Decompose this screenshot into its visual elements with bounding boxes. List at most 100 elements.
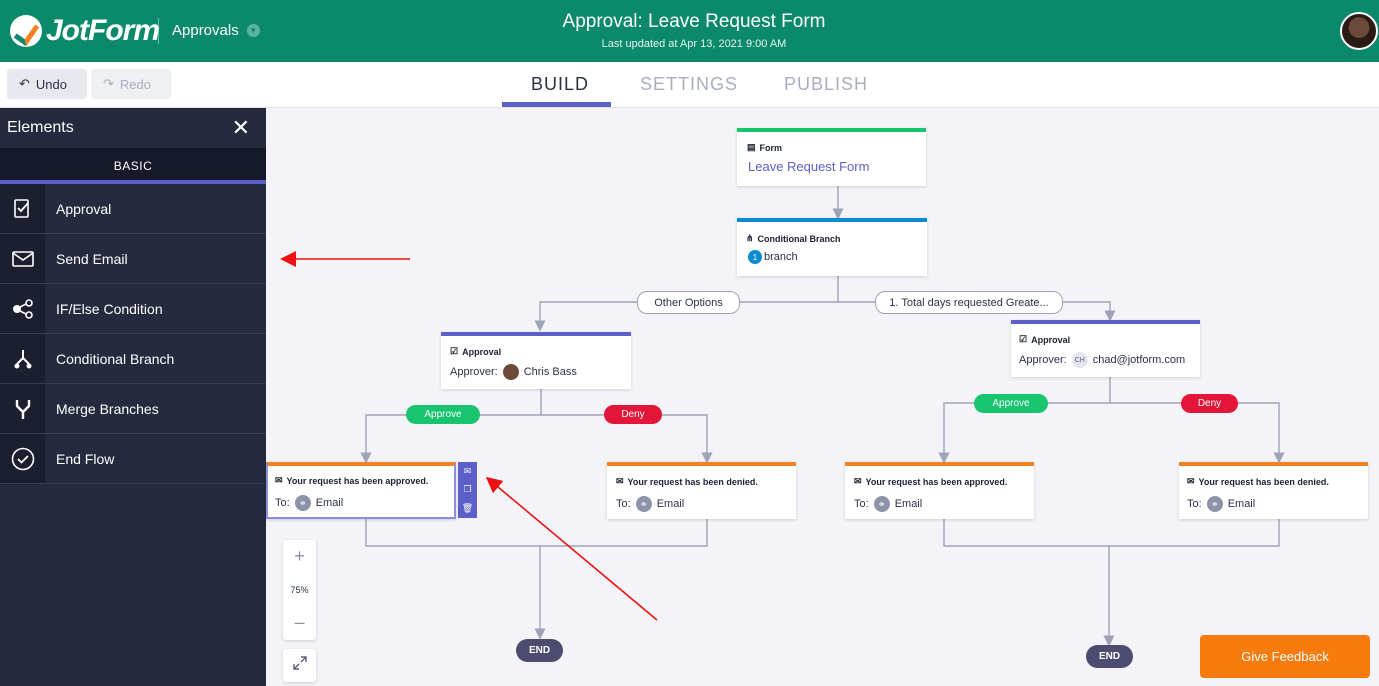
email-node-approved-right[interactable]: ✉ Your request has been approved. To: ⚭ … — [845, 462, 1034, 519]
email-to-row: To: ⚭ Email — [854, 496, 923, 512]
sidebar-item-label: End Flow — [56, 450, 115, 467]
approver-avatar — [502, 364, 519, 380]
tab-publish[interactable]: PUBLISH — [784, 74, 869, 94]
undo-label: Undo — [35, 76, 67, 92]
zoom-out-button[interactable]: – — [294, 612, 305, 632]
email-icon — [0, 234, 45, 283]
page-title-block: Approval: Leave Request Form Last update… — [500, 11, 888, 50]
app-switcher[interactable]: Approvals ▼ — [172, 22, 260, 39]
email-icon: ✉ — [616, 476, 624, 486]
link-icon: ⚭ — [1206, 496, 1223, 512]
sidebar-item-label: Merge Branches — [56, 400, 159, 417]
email-to-row: To: ⚭ Email — [1187, 496, 1256, 512]
email-node-title: ✉ Your request has been approved. — [275, 475, 429, 486]
sidebar-item-end-flow[interactable]: End Flow — [0, 434, 266, 484]
approver-row: Approver: Chris Bass — [450, 364, 577, 380]
duplicate-icon[interactable]: ❐ — [463, 484, 472, 495]
branch-node-title: ⋔ Conditional Branch — [746, 233, 841, 244]
branch-option-other[interactable]: Other Options — [637, 291, 740, 314]
form-node[interactable]: ▤ Form Leave Request Form — [737, 128, 926, 186]
check-circle-icon — [0, 434, 45, 483]
approval-icon — [0, 184, 45, 233]
email-to-row: To: ⚭ Email — [275, 495, 344, 511]
sidebar-item-label: Conditional Branch — [56, 350, 175, 367]
condition-icon — [0, 284, 45, 333]
branch-label: branch — [764, 251, 798, 263]
email-icon[interactable]: ✉ — [463, 465, 472, 476]
close-icon[interactable]: ✕ — [231, 115, 250, 140]
node-actions: ✉ ❐ 🗑 — [458, 462, 477, 518]
email-node-denied-left[interactable]: ✉ Your request has been denied. To: ⚭ Em… — [607, 462, 796, 519]
end-node-right[interactable]: END — [1086, 645, 1133, 668]
approve-pill-left[interactable]: Approve — [406, 405, 480, 424]
fit-screen-button[interactable] — [283, 649, 316, 682]
undo-icon: ↶ — [19, 76, 30, 91]
deny-pill-left[interactable]: Deny — [604, 405, 662, 424]
redo-button[interactable]: ↷ Redo — [91, 69, 171, 99]
undo-button[interactable]: ↶ Undo — [7, 69, 87, 99]
trash-icon[interactable]: 🗑 — [461, 503, 474, 514]
sidebar-item-merge-branches[interactable]: Merge Branches — [0, 384, 266, 434]
email-node-approved-left[interactable]: ✉ Your request has been approved. To: ⚭ … — [266, 462, 456, 519]
approver-avatar: CH — [1071, 352, 1088, 368]
page-title: Approval: Leave Request Form — [562, 11, 826, 32]
form-node-title: ▤ Form — [747, 142, 783, 153]
active-tab-indicator — [502, 102, 611, 107]
user-avatar[interactable] — [1340, 12, 1378, 50]
approve-pill-right[interactable]: Approve — [974, 394, 1048, 413]
app-switcher-label: Approvals — [172, 22, 239, 39]
sidebar-item-if-else[interactable]: IF/Else Condition — [0, 284, 266, 334]
sidebar-header: Elements ✕ — [0, 108, 266, 148]
approval-node-right[interactable]: ☑ Approval Approver: CH chad@jotform.com — [1011, 320, 1200, 377]
give-feedback-button[interactable]: Give Feedback — [1200, 635, 1370, 678]
zoom-in-button[interactable]: + — [294, 546, 305, 566]
end-node-left[interactable]: END — [516, 639, 563, 662]
elements-sidebar: Elements ✕ BASIC Approval Send Email IF/… — [0, 108, 266, 686]
branch-count-row: 1 branch — [737, 244, 927, 264]
branch-option-condition[interactable]: 1. Total days requested Greate... — [875, 291, 1063, 314]
approver-row: Approver: CH chad@jotform.com — [1019, 352, 1186, 368]
merge-icon — [0, 384, 45, 433]
sidebar-item-approval[interactable]: Approval — [0, 184, 266, 234]
link-icon: ⚭ — [635, 496, 652, 512]
header-divider — [158, 18, 159, 44]
conditional-branch-node[interactable]: ⋔ Conditional Branch 1 branch — [737, 218, 927, 276]
tab-settings[interactable]: SETTINGS — [640, 74, 739, 94]
branch-count-badge: 1 — [748, 250, 762, 264]
zoom-controls: + 75% – — [283, 540, 316, 640]
approval-icon: ☑ — [450, 346, 459, 356]
email-icon: ✉ — [854, 476, 862, 486]
toolbar: ↶ Undo ↷ Redo BUILD SETTINGS PUBLISH — [0, 62, 1379, 108]
jotform-logo[interactable]: JotForm — [10, 12, 160, 50]
link-icon: ⚭ — [294, 495, 311, 511]
top-bar: JotForm Approvals ▼ Approval: Leave Requ… — [0, 0, 1379, 62]
document-icon: ▤ — [747, 142, 756, 152]
email-node-denied-right[interactable]: ✉ Your request has been denied. To: ⚭ Em… — [1179, 462, 1368, 519]
form-node-name[interactable]: Leave Request Form — [748, 159, 870, 174]
deny-pill-right[interactable]: Deny — [1181, 394, 1238, 413]
email-to-row: To: ⚭ Email — [616, 496, 685, 512]
email-node-title: ✉ Your request has been denied. — [616, 476, 758, 487]
chevron-down-icon: ▼ — [246, 24, 260, 37]
email-icon: ✉ — [1187, 476, 1195, 486]
approval-node-left[interactable]: ☑ Approval Approver: Chris Bass — [441, 332, 631, 389]
expand-icon — [292, 656, 307, 675]
sidebar-title: Elements — [7, 119, 74, 136]
sidebar-item-label: IF/Else Condition — [56, 300, 163, 317]
email-icon: ✉ — [275, 475, 283, 485]
approval-node-title: ☑ Approval — [1019, 334, 1071, 345]
tab-basic[interactable]: BASIC — [0, 148, 266, 184]
link-icon: ⚭ — [873, 496, 890, 512]
redo-label: Redo — [119, 76, 151, 92]
approval-icon: ☑ — [1019, 334, 1028, 344]
tab-build[interactable]: BUILD — [531, 74, 590, 94]
zoom-level: 75% — [290, 584, 309, 595]
approval-node-title: ☑ Approval — [450, 346, 502, 357]
logo-icon — [10, 15, 42, 47]
sidebar-item-conditional-branch[interactable]: Conditional Branch — [0, 334, 266, 384]
branch-icon: ⋔ — [746, 233, 754, 243]
branch-icon — [0, 334, 45, 383]
last-updated: Last updated at Apr 13, 2021 9:00 AM — [601, 38, 787, 50]
sidebar-item-send-email[interactable]: Send Email — [0, 234, 266, 284]
sidebar-item-label: Approval — [56, 200, 112, 217]
